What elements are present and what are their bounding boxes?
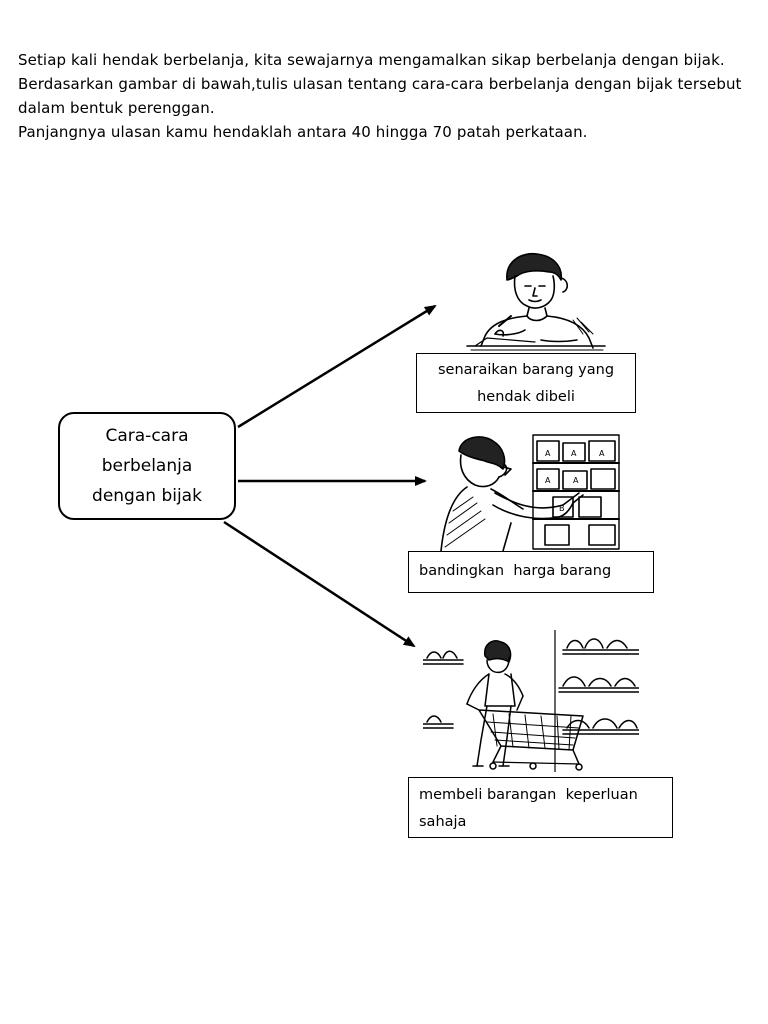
item-1-label-line-2: hendak dibeli (477, 389, 575, 405)
label-box-item-3: membeli barangan keperluan sahaja (408, 777, 673, 838)
woman-writing-list-icon (465, 250, 607, 352)
svg-text:A: A (571, 449, 577, 458)
label-box-item-2: bandingkan harga barang (408, 551, 654, 593)
item-3-label-line-2: sahaja (419, 814, 467, 830)
center-topic-line-1: Cara-cara (105, 426, 189, 446)
svg-text:B: B (559, 504, 565, 513)
instructions: Setiap kali hendak berbelanja, kita sewa… (18, 48, 748, 144)
center-topic-line-2: berbelanja (101, 456, 193, 476)
woman-with-shopping-trolley-icon (422, 629, 640, 773)
svg-text:A: A (545, 476, 551, 485)
arrow-to-item-1 (237, 304, 437, 429)
item-1-label-line-1: senaraikan barang yang (437, 362, 615, 378)
man-comparing-prices-icon: A A A A A B (433, 433, 621, 552)
arrow-to-item-3 (223, 520, 416, 648)
instruction-line-1: Setiap kali hendak berbelanja, kita sewa… (18, 51, 725, 69)
instruction-line-2: Berdasarkan gambar di bawah,tulis ulasan… (18, 75, 742, 117)
item-2-label-line-1: bandingkan harga barang (419, 563, 612, 579)
center-topic-box: Cara-cara berbelanja dengan bijak (58, 412, 236, 520)
svg-text:A: A (573, 476, 579, 485)
center-topic-line-3: dengan bijak (92, 486, 202, 506)
item-3-label-line-1: membeli barangan keperluan (419, 787, 638, 803)
svg-text:A: A (545, 449, 551, 458)
instruction-line-3: Panjangnya ulasan kamu hendaklah antara … (18, 123, 588, 141)
label-box-item-1: senaraikan barang yang hendak dibeli (416, 353, 636, 413)
svg-text:A: A (599, 449, 605, 458)
